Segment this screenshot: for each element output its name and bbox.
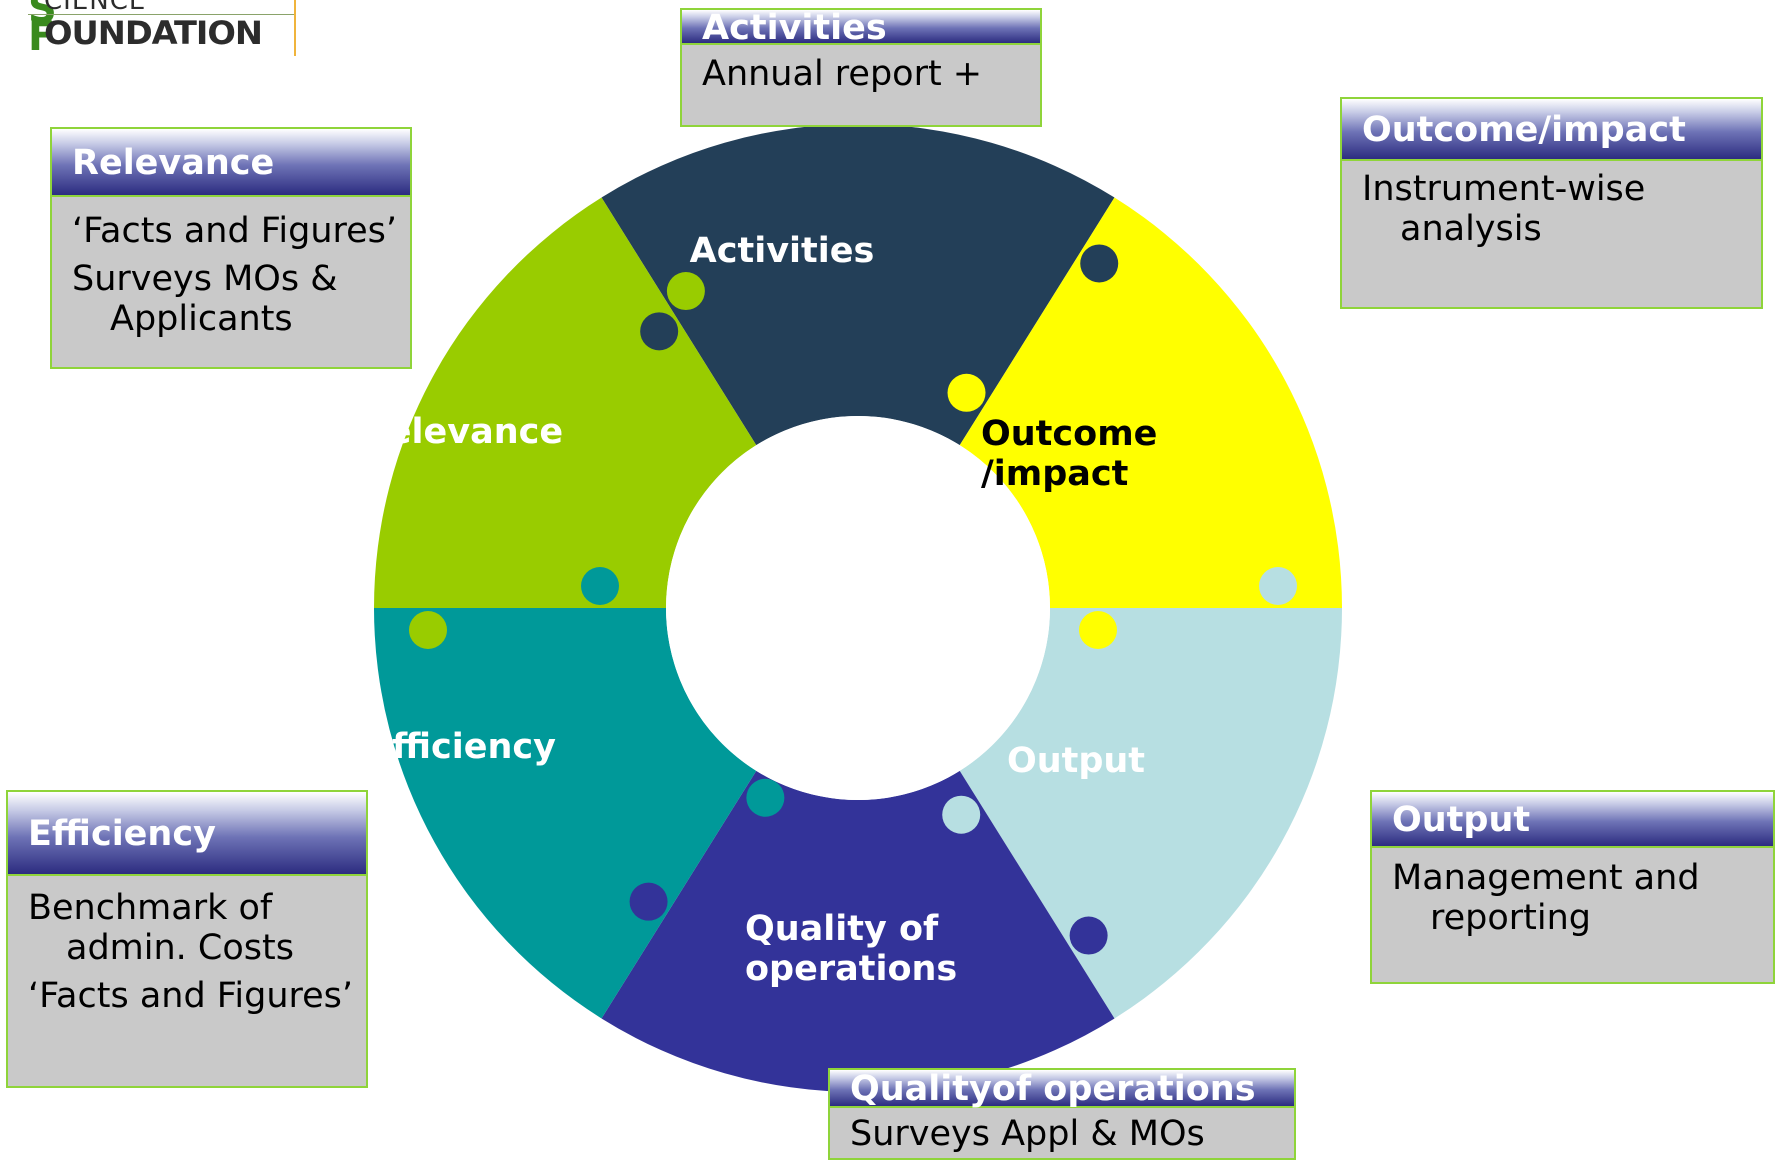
- quality-box-title: Qualityof operations: [830, 1070, 1294, 1108]
- output-box-title: Output: [1372, 792, 1773, 848]
- outcome-item: Instrument-wise analysis: [1362, 169, 1646, 249]
- segment-output: [959, 608, 1342, 1019]
- efficiency-box-body: Benchmark of admin. Costs ‘Facts and Fig…: [28, 888, 358, 1024]
- wheel-center-hole: [666, 416, 1050, 800]
- logo-divider: [294, 0, 296, 56]
- efficiency-box-title: Efficiency: [8, 792, 366, 876]
- output-box-body: Management and reporting: [1392, 858, 1765, 946]
- relevance-item-2: Surveys MOs & Applicants: [72, 259, 338, 339]
- segment-label-outcome-1: Outcome: [981, 414, 1157, 454]
- logo-line-1: CIENCE: [44, 0, 147, 16]
- puzzle-knob-12: [666, 272, 705, 311]
- segment-quality: [601, 770, 1115, 1092]
- efficiency-item-2: ‘Facts and Figures’: [28, 976, 354, 1016]
- puzzle-knob-2: [1080, 244, 1119, 283]
- efficiency-box: Efficiency Benchmark of admin. Costs ‘Fa…: [6, 790, 368, 1088]
- activities-box-body: Annual report +: [702, 54, 1032, 102]
- segment-outcome: [959, 197, 1342, 608]
- outcome-box-title: Outcome/impact: [1342, 99, 1761, 161]
- quality-box-body: Surveys Appl & MOs: [850, 1114, 1286, 1162]
- logo-rule: [28, 14, 296, 15]
- logo-mark-f: F: [28, 14, 55, 60]
- relevance-box: Relevance ‘Facts and Figures’ Surveys MO…: [50, 127, 412, 369]
- puzzle-knob-7: [1069, 916, 1108, 955]
- puzzle-knob-3: [947, 373, 986, 412]
- relevance-box-body: ‘Facts and Figures’ Surveys MOs & Applic…: [72, 211, 402, 347]
- segment-label-quality-1: Quality of: [745, 909, 939, 949]
- efficiency-item-1: Benchmark of admin. Costs: [28, 888, 294, 968]
- segment-label-activities: Activities: [690, 231, 875, 271]
- relevance-box-title: Relevance: [52, 129, 410, 197]
- puzzle-knob-11: [581, 567, 619, 605]
- segment-label-quality-2: operations: [745, 949, 957, 989]
- outcome-box-body: Instrument-wise analysis: [1362, 169, 1753, 257]
- segment-label-outcome-2: /impact: [981, 454, 1128, 494]
- logo-line-2: OUNDATION: [44, 14, 263, 52]
- segment-activities: [601, 124, 1115, 446]
- output-box: Output Management and reporting: [1370, 790, 1775, 984]
- puzzle-knob-5: [1079, 611, 1117, 649]
- science-foundation-logo: S CIENCE F OUNDATION: [28, 0, 296, 60]
- activities-box-title: Activities: [682, 10, 1040, 46]
- segment-label-output: Output: [1007, 741, 1145, 781]
- puzzle-knob-8: [629, 882, 668, 921]
- quality-item: Surveys Appl & MOs: [850, 1114, 1205, 1154]
- logo-mark: S: [28, 0, 57, 32]
- activities-box: Activities Annual report +: [680, 8, 1042, 127]
- quality-box: Qualityof operations Surveys Appl & MOs: [828, 1068, 1296, 1160]
- activities-item: Annual report +: [702, 54, 983, 94]
- puzzle-knob-1: [640, 312, 679, 351]
- puzzle-knob-6: [942, 795, 981, 834]
- segment-relevance: [374, 197, 757, 608]
- puzzle-knob-9: [746, 778, 785, 817]
- segment-label-efficiency: Efficiency: [368, 727, 556, 767]
- relevance-item-1: ‘Facts and Figures’: [72, 211, 398, 251]
- puzzle-knob-10: [409, 611, 447, 649]
- output-item: Management and reporting: [1392, 858, 1700, 938]
- segment-label-relevance: Relevance: [361, 412, 563, 452]
- outcome-box: Outcome/impact Instrument-wise analysis: [1340, 97, 1763, 309]
- puzzle-knob-4: [1259, 567, 1297, 605]
